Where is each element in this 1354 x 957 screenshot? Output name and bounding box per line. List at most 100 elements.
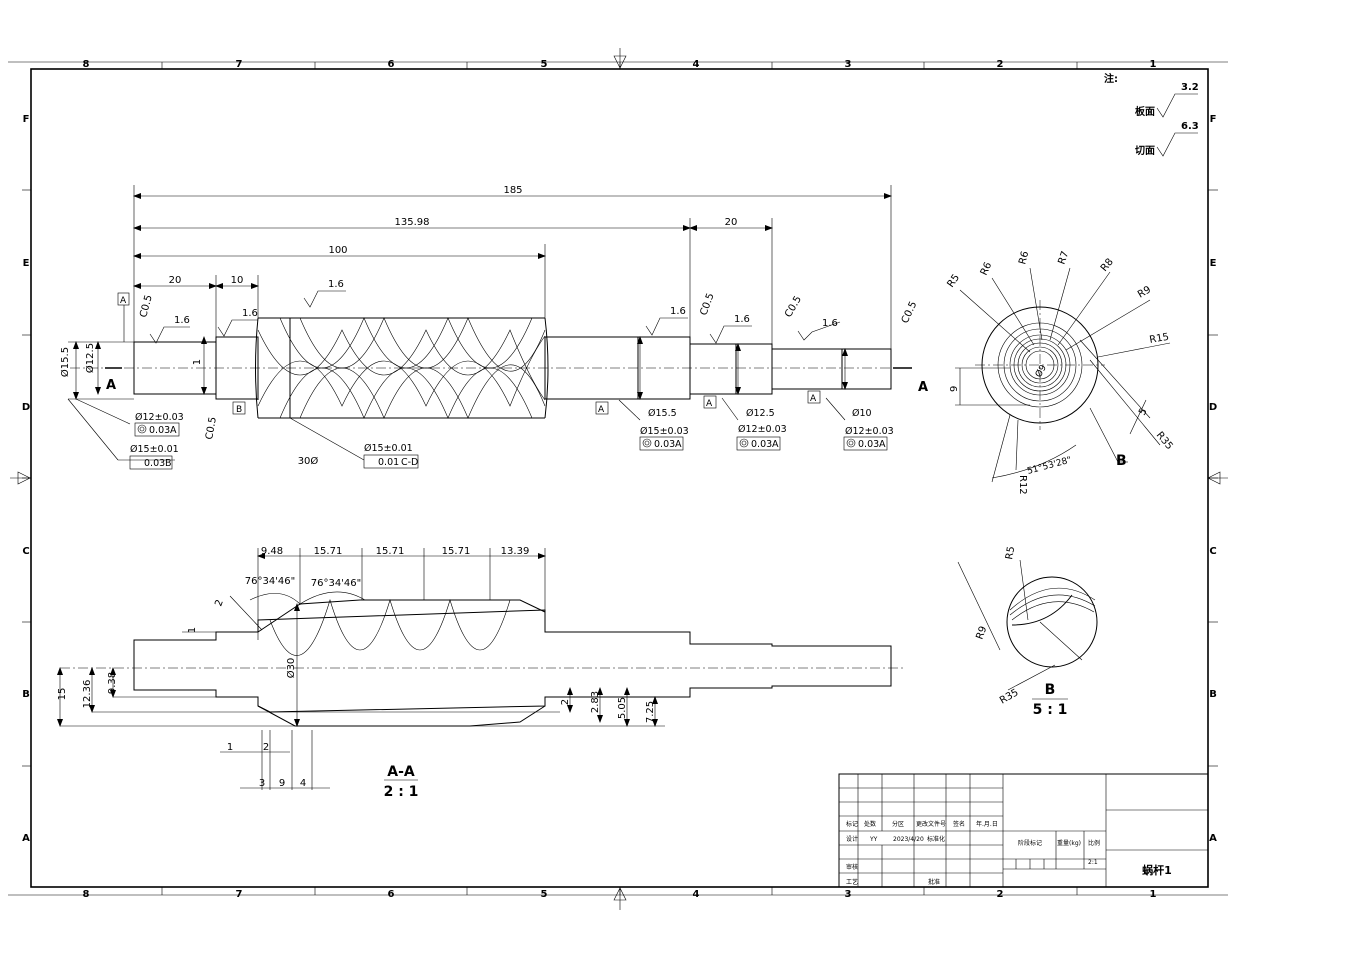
sec-dim-dia30: Ø30 <box>285 658 297 679</box>
callout-3-tol: 0.01 <box>378 457 399 468</box>
rough1-label: 板面 <box>1135 105 1155 118</box>
tb-stage: 阶段标记 <box>1018 839 1042 847</box>
zone-col-bottom-5: 5 <box>541 889 548 900</box>
rough1-value: 3.2 <box>1181 82 1199 93</box>
dim-20-left: 20 <box>169 275 182 286</box>
zone-col-bottom-1: 1 <box>1150 889 1157 900</box>
sec-bottom-9: 9 <box>279 778 285 789</box>
zone-col-bottom-4: 4 <box>693 889 700 900</box>
zone-row-right-E: E <box>1210 258 1217 269</box>
end-dim-5: 5 <box>1137 406 1150 417</box>
section-view: 9.48 15.71 15.71 15.71 13.39 76°34'46" 7… <box>57 546 905 800</box>
sheet-frame <box>8 48 1228 910</box>
callout-9-tol: 0.03 <box>858 439 879 450</box>
tb-designer: YY <box>869 836 878 843</box>
zone-col-top-3: 3 <box>845 59 852 70</box>
callout-5-dim: Ø15±0.03 <box>640 426 689 437</box>
tb-sign: 签名 <box>953 820 965 828</box>
dim-dia-15-5: Ø15.5 <box>59 347 71 377</box>
dim-overall-length: 185 <box>503 185 522 196</box>
end-dim-9: 9 <box>949 386 960 392</box>
zone-col-bottom-2: 2 <box>997 889 1004 900</box>
datum-b: B <box>236 405 242 415</box>
tb-zone: 分区 <box>892 820 904 828</box>
roughness-symbol-1 <box>1156 93 1198 118</box>
detail-radius-r5: R5 <box>1004 546 1017 561</box>
sec-dim-2: 2 <box>213 598 226 608</box>
callout-8-dim: Ø10 <box>852 408 872 419</box>
chamfer-label-4: C0.5 <box>783 294 804 319</box>
chamfer-label-3: C0.5 <box>698 292 716 317</box>
roughness-2: 1.6 <box>242 308 258 319</box>
tb-scale-value: 2:1 <box>1088 859 1098 866</box>
roughness-6: 1.6 <box>822 318 838 329</box>
end-radius-r12: R12 <box>1017 475 1028 495</box>
zone-row-right-F: F <box>1210 114 1217 125</box>
pitch-15-71-a: 15.71 <box>314 546 343 557</box>
dim-1: 1 <box>192 359 203 365</box>
rough2-value: 6.3 <box>1181 121 1199 132</box>
tb-mark: 标记 <box>846 820 858 828</box>
sec-dim-2-83: 2.83 <box>590 691 601 713</box>
callout-1-ref: A <box>170 425 177 436</box>
callout-1-dim: Ø12±0.03 <box>135 412 184 423</box>
roughness-4: 1.6 <box>670 306 686 317</box>
zone-row-left-D: D <box>22 402 30 413</box>
sec-bottom-3: 3 <box>259 778 265 789</box>
callout-4-dim: Ø15.5 <box>648 408 677 419</box>
end-radius-r6b: R6 <box>1017 250 1031 266</box>
pitch-15-71-c: 15.71 <box>442 546 471 557</box>
zone-row-right-A: A <box>1209 833 1217 844</box>
sec-bottom-1: 1 <box>227 742 233 753</box>
zone-col-bottom-7: 7 <box>236 889 243 900</box>
zone-row-right-D: D <box>1209 402 1217 413</box>
zone-row-left-B: B <box>22 689 30 700</box>
end-radius-r9: R9 <box>1136 284 1153 300</box>
detail-radius-r35: R35 <box>998 687 1021 706</box>
chamfer-label-5: C0.5 <box>900 300 920 325</box>
section-scale: 2 : 1 <box>384 784 419 800</box>
zone-col-top-2: 2 <box>997 59 1004 70</box>
sec-dim-1: 1 <box>187 627 198 633</box>
tb-standard: 标准化 <box>927 835 945 843</box>
callout-5-ref: A <box>675 439 682 450</box>
dim-dia-12-5: Ø12.5 <box>84 343 96 373</box>
end-radius-r8: R8 <box>1099 257 1116 274</box>
zone-row-left-F: F <box>23 114 30 125</box>
dim-135-98: 135.98 <box>395 217 430 228</box>
zone-col-top-1: 1 <box>1150 59 1157 70</box>
sec-dim-5-05: 5.05 <box>617 697 628 719</box>
zone-row-right-C: C <box>1209 546 1216 557</box>
tb-part-name: 蜗杆1 <box>1142 863 1172 877</box>
zone-col-top-7: 7 <box>236 59 243 70</box>
zone-col-top-4: 4 <box>693 59 700 70</box>
tb-process: 工艺 <box>846 878 858 886</box>
tb-scale-label: 比例 <box>1088 839 1100 847</box>
datum-a-top: A <box>120 296 127 306</box>
tb-count: 处数 <box>864 820 876 828</box>
pitch-9-48: 9.48 <box>261 546 283 557</box>
callout-2-dim: Ø15±0.01 <box>130 444 179 455</box>
sec-dim-7-25: 7.25 <box>645 701 656 723</box>
tb-date-label: 年.月.日 <box>976 820 998 828</box>
tb-weight: 重量(kg) <box>1057 839 1081 847</box>
notes-title: 注: <box>1104 72 1118 85</box>
section-marker-right: A <box>918 380 928 395</box>
dim-20-right: 20 <box>725 217 738 228</box>
pitch-15-71-b: 15.71 <box>376 546 405 557</box>
roughness-notes: 注: 3.2 板面 6.3 切面 <box>1104 72 1199 157</box>
callout-3-dim: Ø15±0.01 <box>364 443 413 454</box>
detail-radius-r9: R9 <box>974 625 989 641</box>
datum-a-2: A <box>598 405 605 415</box>
detail-view: R5 R9 R35 B 5 : 1 <box>957 546 1098 718</box>
section-outline <box>133 609 892 713</box>
sec-bottom-4: 4 <box>300 778 306 789</box>
callout-5-tol: 0.03 <box>654 439 675 450</box>
roughness-1: 1.6 <box>174 315 190 326</box>
callout-9-dim: Ø12±0.03 <box>845 426 894 437</box>
end-angle: 51°53'28" <box>1026 455 1073 476</box>
zone-col-top-8: 8 <box>83 59 90 70</box>
zone-row-left-C: C <box>22 546 29 557</box>
